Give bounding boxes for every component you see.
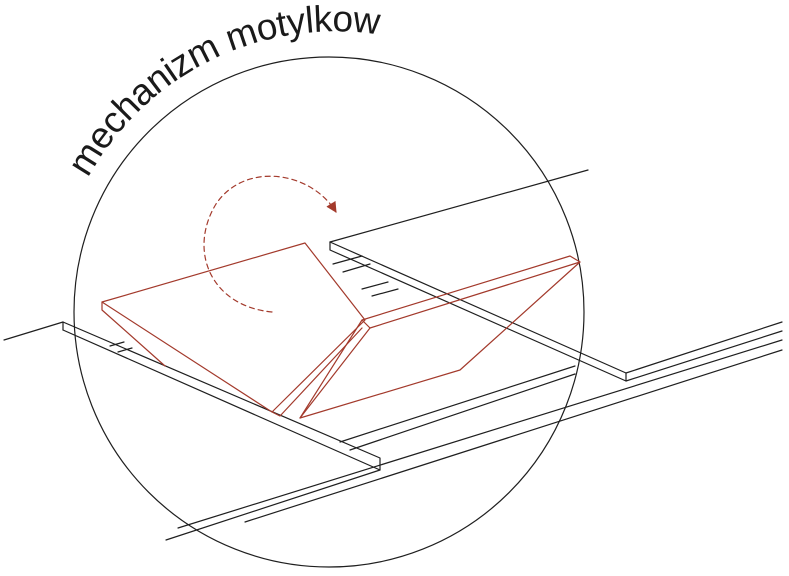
folding-leaf-right-half (299, 255, 581, 419)
inner-slats (109, 255, 399, 353)
frame-rails (177, 339, 783, 529)
folding-leaf-left-half (101, 242, 366, 417)
detail-circle (73, 56, 585, 568)
rotation-arrow-icon (203, 175, 337, 313)
diagram-caption: mechanizm motylkowy (0, 0, 383, 182)
left-tabletop (3, 321, 381, 541)
right-tabletop (329, 169, 783, 382)
